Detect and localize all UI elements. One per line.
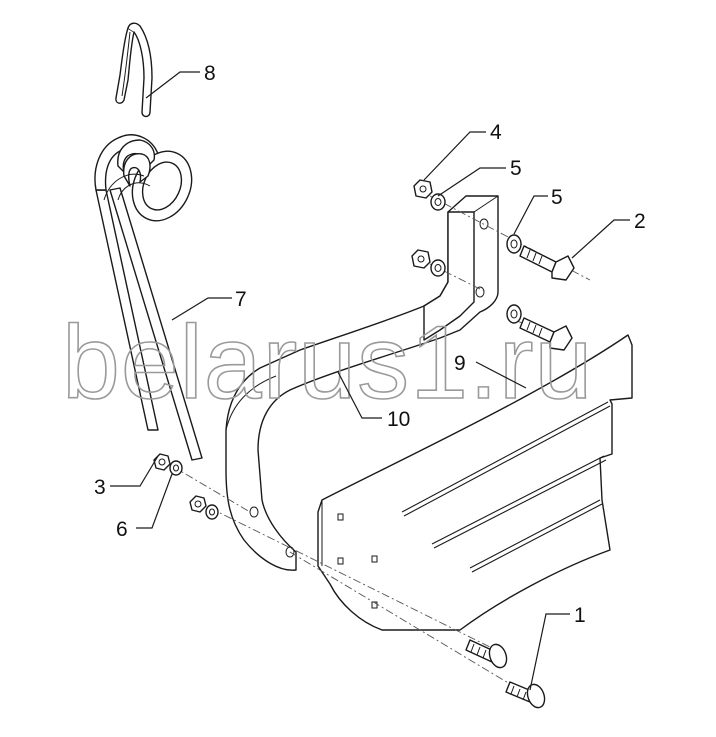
washer-part-5-bolt-upper: [506, 234, 522, 254]
washer-part-5-upper: [430, 193, 446, 211]
spring-clip-part-8: [115, 22, 153, 118]
callout-6: 6: [116, 518, 128, 541]
callout-8: 8: [204, 62, 216, 85]
spring-tine-part-7: [94, 134, 203, 461]
carriage-bolt-part-1-upper: [465, 639, 508, 669]
nut-part-3-lower: [189, 495, 207, 513]
callout-2: 2: [634, 210, 646, 233]
watermark-text: belarus1.ru: [62, 305, 593, 421]
callout-9: 9: [454, 352, 466, 375]
callout-4: 4: [490, 121, 502, 144]
callout-3: 3: [94, 476, 106, 499]
bolt-part-2-upper: [519, 245, 575, 281]
shield-part-9: [317, 334, 633, 631]
leader-lines: [110, 71, 630, 691]
washer-part-6-lower: [205, 504, 219, 520]
bracket-part-10: [225, 195, 499, 571]
washer-part-5-middle: [430, 259, 446, 277]
callout-1: 1: [574, 604, 586, 627]
washer-part-6: [169, 460, 183, 476]
callout-5-right: 5: [551, 186, 563, 209]
callout-5-upper: 5: [510, 157, 522, 180]
washer-part-5-bolt-lower: [506, 304, 522, 324]
bolt-part-2-lower: [519, 317, 573, 351]
callout-7: 7: [235, 288, 247, 311]
nut-part-4-middle: [411, 249, 431, 269]
carriage-bolt-part-1-lower: [505, 681, 546, 709]
callout-10: 10: [387, 408, 410, 431]
nut-part-3: [153, 453, 171, 471]
nut-part-4-upper: [413, 179, 433, 199]
